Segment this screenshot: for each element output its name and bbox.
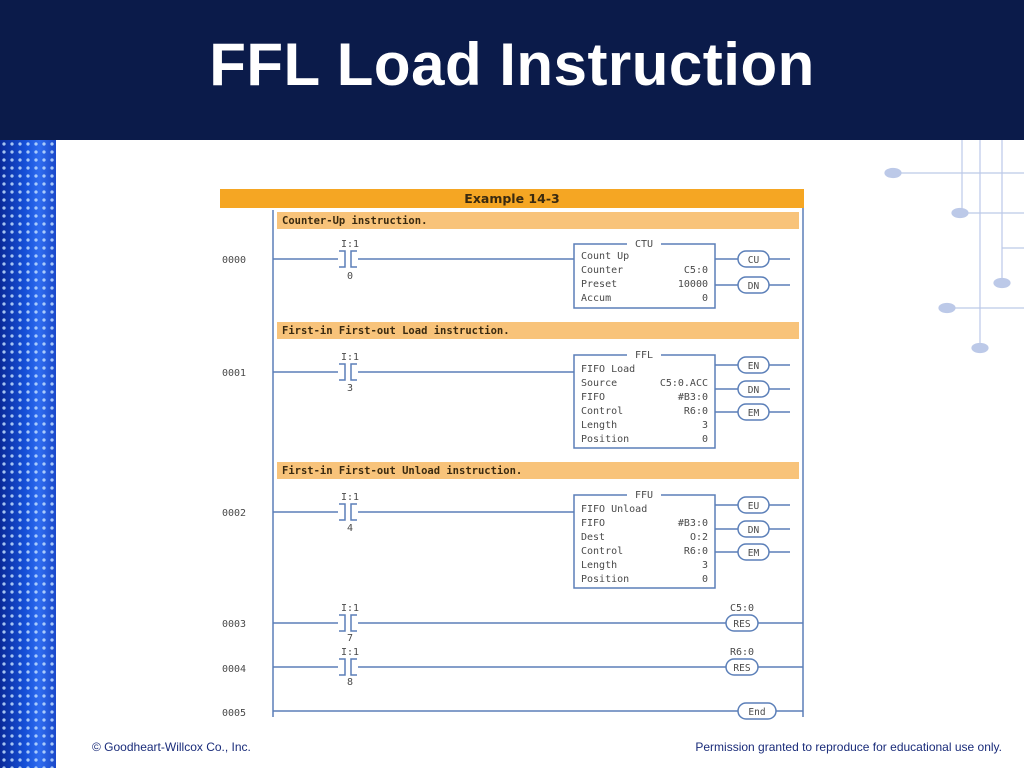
rung-0000: I:1 0 CTU Count Up Counter C5:0 Preset 1… — [273, 238, 790, 309]
slide-title: FFL Load Instruction — [209, 31, 815, 98]
rung-comment-bar — [277, 212, 799, 229]
output-coil-label: DN — [748, 281, 760, 292]
rung-comment: First-in First-out Unload instruction. — [282, 465, 522, 477]
block-row-value: 0 — [702, 574, 708, 585]
reset-coil-label: RES — [733, 619, 750, 630]
block-row-value: 10000 — [678, 279, 708, 290]
rung-number: 0002 — [222, 508, 246, 519]
rung-0002: I:1 4 FFU FIFO Unload FIFO #B3:0 Dest O:… — [273, 489, 790, 589]
contact-address: I:1 — [341, 647, 359, 658]
rung-comment-bar — [277, 462, 799, 479]
block-row-label: FIFO Load — [581, 364, 635, 375]
block-row-value: 0 — [702, 434, 708, 445]
block-row-label: Position — [581, 434, 629, 445]
block-row-label: Preset — [581, 279, 617, 290]
slide-header — [0, 0, 1024, 140]
copyright-notice: © Goodheart-Willcox Co., Inc. — [92, 740, 251, 754]
block-row-label: Control — [581, 546, 623, 557]
permission-notice: Permission granted to reproduce for educ… — [695, 740, 1002, 754]
rung-0004: I:1 8 R6:0 RES — [273, 647, 803, 688]
rung-0005: End — [273, 702, 803, 720]
output-coil-label: DN — [748, 525, 760, 536]
block-row-value: C5:0 — [684, 265, 708, 276]
block-row-label: Dest — [581, 532, 605, 543]
rung-0003: I:1 7 C5:0 RES — [273, 603, 803, 644]
coil-address: C5:0 — [730, 603, 754, 614]
contact-symbol — [339, 658, 357, 676]
end-coil-label: End — [748, 707, 765, 718]
block-row-label: Source — [581, 378, 617, 389]
contact-address: I:1 — [341, 239, 359, 250]
rung-0001: I:1 3 FFL FIFO Load Source C5:0.ACC FIFO… — [273, 349, 790, 449]
contact-bit: 7 — [347, 633, 353, 644]
block-row-label: Length — [581, 420, 617, 431]
block-row-value: 3 — [702, 560, 708, 571]
rung-comment-bar — [277, 322, 799, 339]
contact-symbol — [339, 503, 357, 521]
contact-symbol — [339, 363, 357, 381]
rung-number: 0000 — [222, 255, 246, 266]
output-coil-label: EM — [748, 408, 760, 419]
rung-comment: Counter-Up instruction. — [282, 215, 427, 227]
block-row-value: C5:0.ACC — [660, 378, 708, 389]
block-row-value: R6:0 — [684, 546, 708, 557]
rung-number: 0003 — [222, 619, 246, 630]
contact-address: I:1 — [341, 603, 359, 614]
block-row-value: 0 — [702, 293, 708, 304]
contact-address: I:1 — [341, 352, 359, 363]
block-row-label: Counter — [581, 265, 623, 276]
block-row-label: FIFO Unload — [581, 504, 647, 515]
block-row-value: O:2 — [690, 532, 708, 543]
block-row-label: Position — [581, 574, 629, 585]
reset-coil-label: RES — [733, 663, 750, 674]
output-coil-label: CU — [748, 255, 760, 266]
output-coil-label: EU — [748, 501, 760, 512]
contact-symbol — [339, 250, 357, 268]
output-coil-label: EN — [748, 361, 760, 372]
block-row-label: Accum — [581, 293, 611, 304]
block-row-label: FIFO — [581, 392, 605, 403]
block-row-value: #B3:0 — [678, 392, 708, 403]
contact-bit: 3 — [347, 383, 353, 394]
block-row-value: #B3:0 — [678, 518, 708, 529]
example-banner-text: Example 14-3 — [464, 191, 559, 206]
output-coil-label: DN — [748, 385, 760, 396]
contact-bit: 8 — [347, 677, 353, 688]
block-row-label: Count Up — [581, 251, 629, 262]
instruction-type: CTU — [635, 239, 653, 250]
example-banner — [220, 189, 804, 208]
decorative-sidebar — [0, 140, 56, 768]
rung-number: 0001 — [222, 368, 246, 379]
instruction-type: FFL — [635, 350, 653, 361]
circuit-decoration — [884, 140, 1024, 354]
contact-address: I:1 — [341, 492, 359, 503]
block-row-label: FIFO — [581, 518, 605, 529]
coil-address: R6:0 — [730, 647, 754, 658]
rung-comment: First-in First-out Load instruction. — [282, 325, 510, 337]
block-row-label: Control — [581, 406, 623, 417]
block-row-value: R6:0 — [684, 406, 708, 417]
rung-number: 0004 — [222, 664, 246, 675]
output-coil-label: EM — [748, 548, 760, 559]
contact-symbol — [339, 614, 357, 632]
block-row-label: Length — [581, 560, 617, 571]
rung-number: 0005 — [222, 708, 246, 719]
block-row-value: 3 — [702, 420, 708, 431]
contact-bit: 0 — [347, 271, 353, 282]
contact-bit: 4 — [347, 523, 353, 534]
instruction-type: FFU — [635, 490, 653, 501]
